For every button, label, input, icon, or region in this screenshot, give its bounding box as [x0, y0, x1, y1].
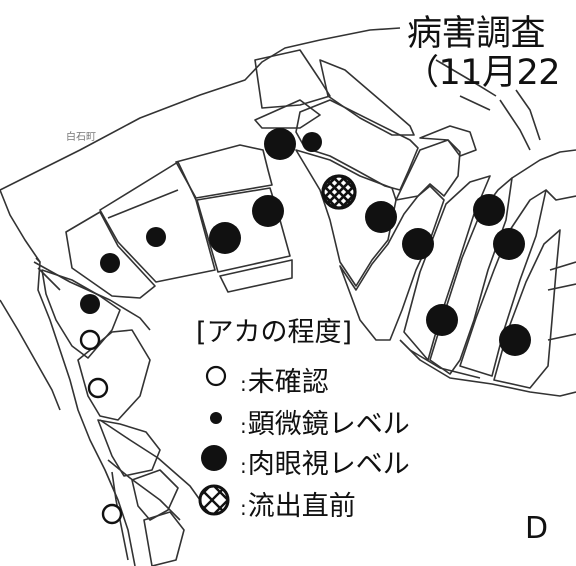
- marker-naked-eye: [426, 304, 458, 336]
- block-ml7: [77, 329, 151, 421]
- legend-label: :肉眼視レベル: [240, 449, 410, 480]
- legend-label: :流出直前: [240, 491, 356, 522]
- marker-naked-eye: [499, 324, 531, 356]
- marker-unconfirmed: [87, 377, 109, 399]
- coast-line-north: [0, 27, 401, 191]
- hatched-circle-icon: [198, 484, 230, 516]
- block-e1: [403, 175, 491, 361]
- block-ml5: [65, 211, 156, 299]
- small-dot-icon: [210, 412, 222, 424]
- legend-item-naked-eye: :肉眼視レベル: [196, 438, 466, 480]
- marker-microscope: [80, 294, 100, 314]
- block-c2: [339, 185, 445, 341]
- marker-unconfirmed: [79, 329, 101, 351]
- marker-naked-eye: [209, 222, 241, 254]
- block-ml4: [99, 161, 216, 283]
- block-ml3: [219, 259, 293, 293]
- block-n1: [254, 99, 321, 129]
- block-c1: [295, 149, 397, 287]
- road-sw: [99, 419, 201, 501]
- block-e4: [493, 229, 561, 389]
- marker-microscope: [100, 253, 120, 273]
- marker-microscope: [146, 227, 166, 247]
- block-ml9: [131, 469, 179, 521]
- legend-item-unconfirmed: :未確認: [196, 356, 466, 398]
- marker-naked-eye: [493, 228, 525, 260]
- marker-just-before-outflow: [321, 174, 357, 210]
- road-east-south-2: [409, 349, 481, 379]
- block-ml8: [97, 419, 161, 477]
- sheet-label: D: [525, 511, 549, 546]
- block-e6: [545, 189, 576, 201]
- block-ml10: [143, 511, 185, 566]
- town-label: 白石町: [66, 132, 96, 143]
- marker-naked-eye: [365, 201, 397, 233]
- marker-unconfirmed: [101, 503, 123, 525]
- marker-naked-eye: [473, 194, 505, 226]
- block-ml6: [41, 269, 121, 359]
- road-sw-2: [107, 459, 181, 521]
- legend-item-microscope: :顕微鏡レベル: [196, 398, 466, 440]
- legend-title: [アカの程度]: [196, 317, 353, 348]
- block-e8: [547, 283, 576, 341]
- legend-item-outflow: :流出直前: [196, 480, 466, 522]
- river-left: [0, 299, 61, 411]
- legend-label: :未確認: [240, 367, 329, 398]
- marker-microscope: [302, 132, 322, 152]
- marker-naked-eye: [252, 195, 284, 227]
- block-e7: [549, 261, 576, 271]
- block-n3: [319, 59, 415, 136]
- block-e2: [429, 177, 513, 375]
- block-c3: [395, 139, 461, 201]
- road-east-south: [399, 339, 576, 397]
- open-circle-icon: [205, 365, 227, 387]
- map-title: 病害調査: [407, 14, 546, 54]
- block-c4: [419, 125, 477, 157]
- road-west-inner-2: [35, 257, 41, 263]
- large-dot-icon: [201, 445, 227, 471]
- block-ml4-inner: [107, 189, 179, 219]
- legend-label: :顕微鏡レベル: [240, 409, 410, 440]
- marker-naked-eye: [402, 228, 434, 260]
- marker-naked-eye: [264, 128, 296, 160]
- block-n2: [254, 49, 331, 109]
- ne-channel: [499, 89, 541, 151]
- ne-road: [435, 59, 497, 111]
- map-date: （11月22: [404, 53, 561, 93]
- block-ml1: [175, 144, 273, 199]
- block-e5: [511, 149, 576, 179]
- block-ml2: [196, 187, 291, 273]
